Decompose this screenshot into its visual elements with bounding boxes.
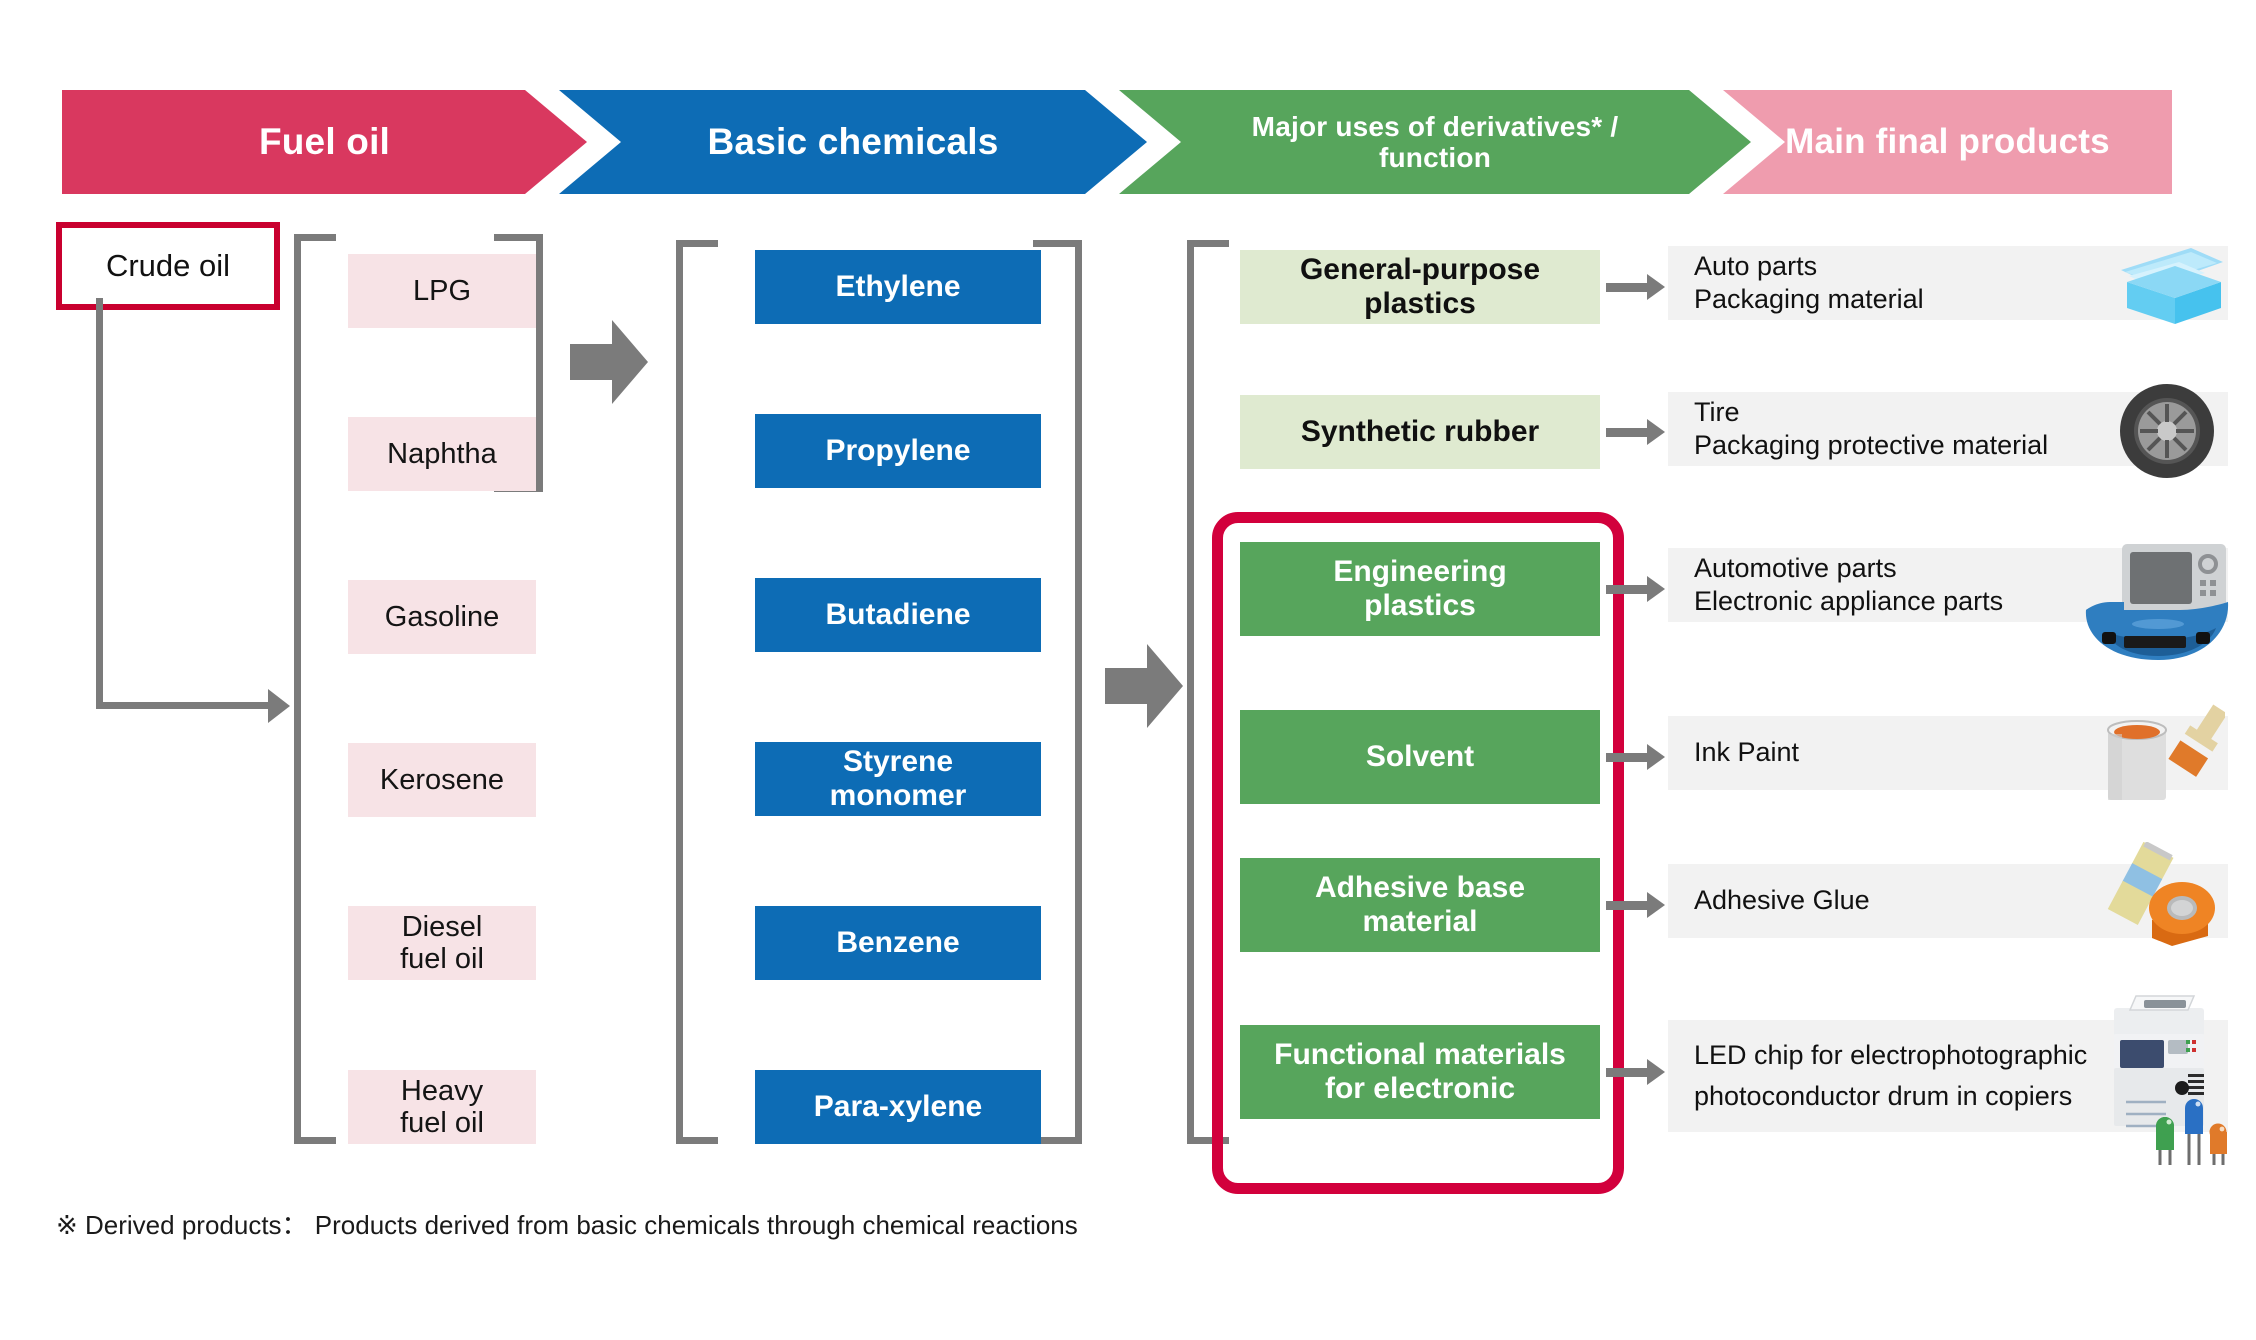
fuel-box-heavy: Heavy fuel oil [348,1070,536,1144]
derivative-label-abm-line1: Adhesive base [1314,871,1526,905]
product-1-line1: Auto parts [1694,250,1818,281]
derivative-bracket-left-vertical [1187,240,1194,1144]
chem-label-benzene: Benzene [836,926,960,960]
chem-bracket-right-top [1033,240,1082,247]
stage-banner: Fuel oil Basic chemicals Major uses of d… [62,90,2172,194]
arrow-to-product-5 [1606,892,1665,918]
derivative-box-general-purpose-plastics: General-purpose plastics [1240,250,1600,324]
stage-basic-chemicals: Basic chemicals [559,90,1147,194]
fuel-label-heavy-line1: Heavy [400,1074,484,1107]
fuel-box-gasoline: Gasoline [348,580,536,654]
chem-bracket-left-bottom [676,1137,718,1144]
crude-oil-feed-line [96,702,271,709]
derivative-label-fm-line2: for electronic [1324,1072,1516,1105]
fuel-label-diesel-line1: Diesel [401,910,483,943]
chem-label-butadiene: Butadiene [825,598,971,632]
fuel-bracket-left-vertical [294,234,301,1144]
fuel-box-kerosene: Kerosene [348,743,536,817]
stage-fuel-oil-label: Fuel oil [258,121,391,163]
product-1-line2: Packaging material [1694,284,1924,314]
copier-led-icon [2090,990,2235,1170]
fuel-label-naphtha: Naphtha [387,437,497,470]
paint-can-brush-icon [2100,700,2228,830]
chem-box-propylene: Propylene [755,414,1041,488]
arrow-to-product-2 [1606,419,1665,445]
derivative-box-synthetic-rubber: Synthetic rubber [1240,395,1600,469]
derivative-box-engineering-plastics: Engineering plastics [1240,542,1600,636]
footnote: ※ Derived products： Products derived fro… [56,1210,1078,1240]
tire-icon [2118,382,2216,485]
chem-label-ethylene: Ethylene [835,270,961,304]
plastic-container-icon [2105,232,2225,332]
stage-major-uses-label-line1: Major uses of derivatives* / [1251,110,1619,142]
fuel-label-gasoline: Gasoline [384,600,500,633]
product-3-line2: Electronic appliance parts [1694,586,2004,616]
fuel-box-lpg: LPG [348,254,536,328]
crude-oil-label: Crude oil [105,248,231,283]
derivative-label-ep-line1: Engineering [1333,555,1507,589]
adhesive-tape-icon [2090,841,2225,967]
product-2-line2: Packaging protective material [1694,430,2049,460]
fuel-bracket-left-top [294,234,336,241]
derivative-label-solvent: Solvent [1365,740,1475,774]
fuel-box-naphtha: Naphtha [348,417,536,491]
chem-bracket-right-vertical [1075,240,1082,1144]
stage-basic-chemicals-label: Basic chemicals [707,121,999,163]
fuel-bracket-left-bottom [294,1137,336,1144]
fuel-bracket-right-vertical [536,234,543,492]
derivative-box-functional-materials: Functional materials for electronic [1240,1025,1600,1119]
fuel-label-lpg: LPG [412,274,472,307]
chem-label-propylene: Propylene [825,434,971,468]
product-6-line1: LED chip for electrophotographic [1694,1039,2088,1070]
crude-oil-drop-line [96,298,103,706]
chem-box-butadiene: Butadiene [755,578,1041,652]
product-4-line1: Ink Paint [1694,737,1800,768]
chem-box-benzene: Benzene [755,906,1041,980]
arrow-to-product-3 [1606,576,1665,602]
product-3-line1: Automotive parts [1694,552,1897,583]
chem-bracket-left-top [676,240,718,247]
product-2-line1: Tire [1694,396,1740,427]
fuel-to-chemicals-arrow [570,320,648,404]
chem-label-styrene-line2: monomer [829,779,967,812]
chem-box-para-xylene: Para-xylene [755,1070,1041,1144]
product-6-line2: photoconductor drum in copiers [1694,1081,2073,1111]
chem-bracket-left-vertical [676,240,683,1144]
derivative-label-fm-line1: Functional materials [1274,1038,1566,1072]
fuel-label-diesel-line2: fuel oil [400,943,484,975]
derivative-bracket-left-top [1187,240,1229,247]
chem-box-styrene-monomer: Styrene monomer [755,742,1041,816]
chem-label-para-xylene: Para-xylene [813,1090,983,1124]
derivative-label-abm-line2: material [1362,905,1478,938]
crude-oil-box: Crude oil [56,222,280,310]
derivative-box-adhesive-base-material: Adhesive base material [1240,858,1600,952]
fuel-bracket-right-top [494,234,543,241]
arrow-to-product-6 [1606,1059,1665,1085]
chemicals-to-derivatives-arrow [1105,644,1183,728]
derivative-label-synthetic-rubber: Synthetic rubber [1300,415,1540,449]
car-microwave-icon [2080,540,2230,675]
product-5-line1: Adhesive Glue [1694,885,1870,916]
derivative-label-gpp-line1: General-purpose [1299,253,1541,287]
stage-major-uses-label-line2: function [1378,142,1491,173]
highlight-outline [1212,512,1624,1194]
fuel-box-diesel: Diesel fuel oil [348,906,536,980]
stage-main-final-products: Main final products [1723,90,2172,194]
derivative-label-gpp-line2: plastics [1364,287,1476,320]
chem-box-ethylene: Ethylene [755,250,1041,324]
arrow-to-product-1 [1606,274,1665,300]
arrow-to-product-4 [1606,744,1665,770]
derivative-label-ep-line2: plastics [1364,589,1476,622]
derivative-box-solvent: Solvent [1240,710,1600,804]
chem-label-styrene-line1: Styrene [842,745,954,779]
chem-bracket-right-bottom [1033,1137,1082,1144]
stage-fuel-oil: Fuel oil [62,90,587,194]
derivative-bracket-left-bottom [1187,1137,1229,1144]
fuel-label-kerosene: Kerosene [379,763,505,796]
fuel-label-heavy-line2: fuel oil [400,1107,484,1139]
stage-major-uses: Major uses of derivatives* / function [1119,90,1751,194]
crude-oil-feed-arrowhead [268,689,290,723]
stage-main-final-products-label: Main final products [1785,122,2110,162]
